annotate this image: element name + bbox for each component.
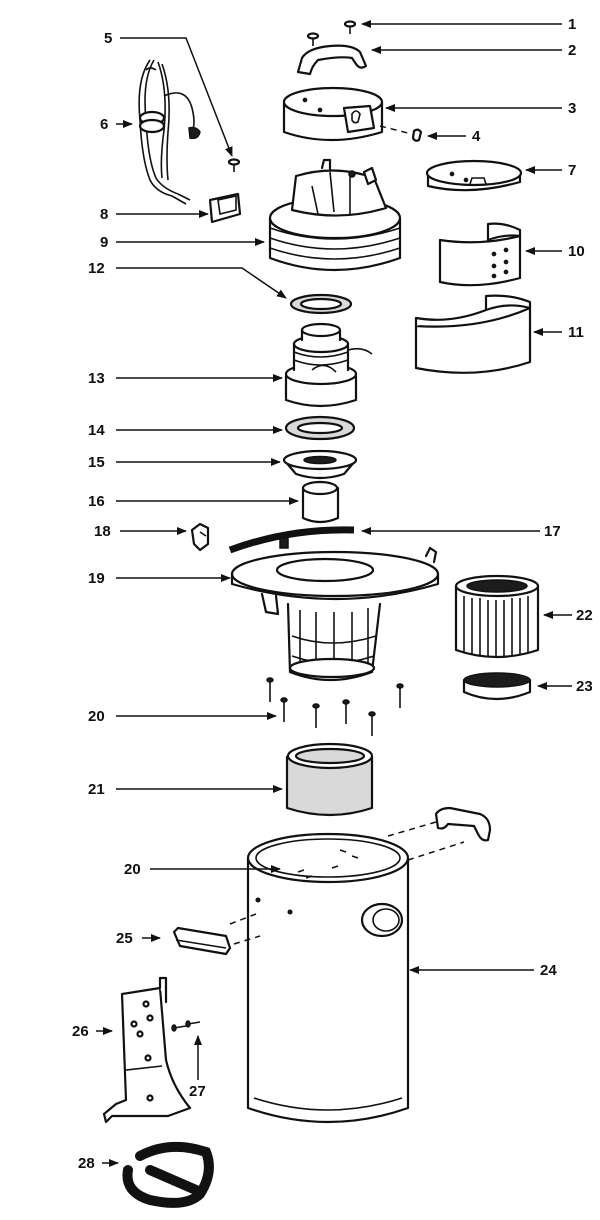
part-11-filter-sleeve <box>414 294 532 374</box>
part-15-seal-cup <box>282 449 358 480</box>
part-25-side-handle <box>172 913 261 956</box>
callout-14: 14 <box>88 422 105 439</box>
part-28-strap <box>122 1141 214 1208</box>
part-10-filter-band <box>438 222 522 287</box>
part-23-retainer-ring <box>462 672 532 701</box>
callout-5: 5 <box>104 30 112 47</box>
callout-1: 1 <box>568 16 576 33</box>
part-5-screw <box>227 158 241 172</box>
callout-21: 21 <box>88 781 105 798</box>
part-22-cartridge-filter <box>454 574 540 659</box>
callout-10: 10 <box>568 243 585 260</box>
callout-27: 27 <box>189 1083 206 1100</box>
part-14-gasket <box>284 415 356 441</box>
callout-24: 24 <box>540 962 557 979</box>
part-24-tank <box>246 832 410 1124</box>
callout-6: 6 <box>100 116 108 133</box>
callout-28: 28 <box>78 1155 95 1172</box>
callout-7: 7 <box>568 162 576 179</box>
part-9-motor-head <box>268 158 402 272</box>
part-6-power-cord <box>138 59 201 205</box>
callout-26: 26 <box>72 1023 89 1040</box>
callout-20-upper: 20 <box>88 708 105 725</box>
part-18-latch <box>190 522 210 552</box>
part-20-screws <box>266 677 404 736</box>
callout-16: 16 <box>88 493 105 510</box>
part-13-motor <box>284 322 373 408</box>
callout-12: 12 <box>88 260 105 277</box>
callout-19: 19 <box>88 570 105 587</box>
callout-3: 3 <box>568 100 576 117</box>
callout-23: 23 <box>576 678 593 695</box>
callout-20-lower: 20 <box>124 861 141 878</box>
callout-22: 22 <box>576 607 593 624</box>
part-26-wall-bracket <box>102 976 192 1124</box>
part-19-filter-cage <box>230 546 440 682</box>
part-3-top-cap <box>282 86 384 142</box>
callout-8: 8 <box>100 206 108 223</box>
part-27-screws <box>171 1020 201 1032</box>
part-8-bracket <box>208 192 242 224</box>
callout-11: 11 <box>568 324 584 341</box>
tank-handle <box>387 806 492 861</box>
part-7-lid-plate <box>425 159 523 192</box>
part-2-handle <box>296 32 368 76</box>
callout-9: 9 <box>100 234 108 251</box>
callout-25: 25 <box>116 930 133 947</box>
part-21-sleeve-filter <box>285 742 374 817</box>
callout-18: 18 <box>94 523 111 540</box>
callout-13: 13 <box>88 370 105 387</box>
callout-2: 2 <box>568 42 576 59</box>
leader-lines <box>96 20 572 1167</box>
callout-4: 4 <box>472 128 481 145</box>
callout-15: 15 <box>88 454 105 471</box>
callout-17: 17 <box>544 523 561 540</box>
part-16-foam-filter <box>301 480 340 524</box>
callout-numbers: 1 2 3 4 5 6 7 8 9 10 11 12 13 14 15 16 1… <box>72 16 593 1172</box>
part-12-gasket <box>289 293 353 315</box>
part-4-knob <box>379 125 423 142</box>
part-1-screw <box>343 20 357 34</box>
part-17-seal-strip <box>228 526 355 554</box>
